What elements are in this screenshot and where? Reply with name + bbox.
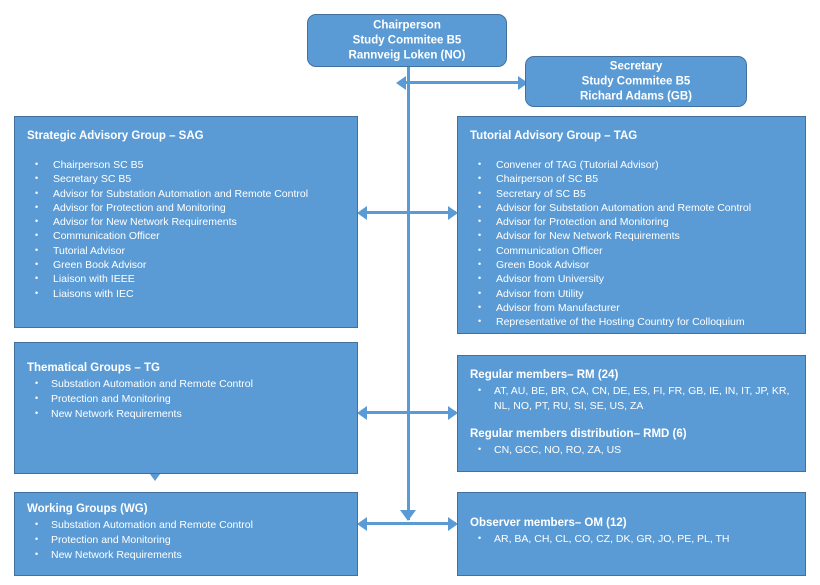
connector-tg-rm-line bbox=[366, 411, 456, 414]
rmd-list: CN, GCC, NO, RO, ZA, US bbox=[470, 442, 795, 458]
sag-title: Strategic Advisory Group – SAG bbox=[27, 130, 204, 142]
list-item: Convener of TAG (Tutorial Advisor) bbox=[470, 157, 799, 172]
list-item: Green Book Advisor bbox=[27, 257, 349, 272]
list-item: Advisor from University bbox=[470, 271, 799, 286]
thematical-groups-content: Thematical Groups – TG Substation Automa… bbox=[27, 361, 349, 421]
secretary-box[interactable]: Secretary Study Commitee B5 Richard Adam… bbox=[525, 56, 747, 107]
list-item: Advisor for New Network Requirements bbox=[470, 228, 799, 243]
tag-title: Tutorial Advisory Group – TAG bbox=[470, 130, 638, 142]
list-item: Advisor for Substation Automation and Re… bbox=[27, 186, 349, 201]
connector-tg-rm-arrow-left-icon bbox=[357, 406, 367, 420]
list-item: New Network Requirements bbox=[27, 406, 349, 422]
list-item: New Network Requirements bbox=[27, 547, 349, 563]
secretary-text: Secretary Study Commitee B5 Richard Adam… bbox=[526, 59, 746, 104]
list-item: Communication Officer bbox=[27, 228, 349, 243]
list-item: Chairperson of SC B5 bbox=[470, 171, 799, 186]
chairperson-name: Rannveig Loken (NO) bbox=[348, 49, 466, 61]
secretary-role: Secretary bbox=[609, 60, 663, 72]
list-item: Advisor for Protection and Monitoring bbox=[27, 200, 349, 215]
chairperson-committee: Study Commitee B5 bbox=[352, 34, 462, 46]
tag-box[interactable]: Tutorial Advisory Group – TAG Convener o… bbox=[457, 116, 806, 334]
chairperson-role: Chairperson bbox=[373, 19, 441, 31]
sag-content: Strategic Advisory Group – SAG Chairpers… bbox=[27, 129, 349, 301]
list-item: Communication Officer bbox=[470, 243, 799, 258]
observer-members-content: Observer members– OM (12) AR, BA, CH, CL… bbox=[470, 516, 795, 547]
connector-spine-vertical bbox=[407, 62, 410, 520]
regular-members-content: Regular members– RM (24) AT, AU, BE, BR,… bbox=[470, 368, 795, 457]
working-groups-box[interactable]: Working Groups (WG) Substation Automatio… bbox=[14, 492, 358, 576]
list-item: Advisor for Protection and Monitoring bbox=[470, 214, 799, 229]
list-item: Secretary of SC B5 bbox=[470, 186, 799, 201]
connector-wg-om-line bbox=[366, 522, 456, 525]
list-item: AR, BA, CH, CL, CO, CZ, DK, GR, JO, PE, … bbox=[470, 531, 795, 547]
tag-content: Tutorial Advisory Group – TAG Convener o… bbox=[470, 129, 799, 330]
list-item: Advisor for Substation Automation and Re… bbox=[470, 200, 799, 215]
list-item: AT, AU, BE, BR, CA, CN, DE, ES, FI, FR, … bbox=[470, 383, 795, 414]
thematical-groups-box[interactable]: Thematical Groups – TG Substation Automa… bbox=[14, 342, 358, 474]
chairperson-box[interactable]: Chairperson Study Commitee B5 Rannveig L… bbox=[307, 14, 507, 67]
list-item: Tutorial Advisor bbox=[27, 243, 349, 258]
sag-box[interactable]: Strategic Advisory Group – SAG Chairpers… bbox=[14, 116, 358, 328]
list-item: Substation Automation and Remote Control bbox=[27, 517, 349, 533]
list-item: CN, GCC, NO, RO, ZA, US bbox=[470, 442, 795, 458]
connector-sag-tag-arrow-left-icon bbox=[357, 206, 367, 220]
list-item: Protection and Monitoring bbox=[27, 532, 349, 548]
list-item: Advisor from Manufacturer bbox=[470, 300, 799, 315]
chairperson-text: Chairperson Study Commitee B5 Rannveig L… bbox=[308, 18, 506, 63]
list-item: Liaison with IEEE bbox=[27, 271, 349, 286]
connector-tg-wg-arrowhead-icon bbox=[147, 470, 163, 481]
list-item: Advisor for New Network Requirements bbox=[27, 214, 349, 229]
connector-chair-secretary-line bbox=[404, 81, 526, 84]
connector-chair-secretary-arrow-right-icon bbox=[518, 76, 528, 90]
connector-wg-om-arrow-right-icon bbox=[448, 517, 458, 531]
list-item: Protection and Monitoring bbox=[27, 391, 349, 407]
connector-chair-secretary-arrow-left-icon bbox=[396, 76, 406, 90]
list-item: Secretary SC B5 bbox=[27, 171, 349, 186]
list-item: Representative of the Hosting Country fo… bbox=[470, 314, 799, 329]
secretary-committee: Study Commitee B5 bbox=[581, 75, 691, 87]
list-item: Substation Automation and Remote Control bbox=[27, 376, 349, 392]
observer-members-list: AR, BA, CH, CL, CO, CZ, DK, GR, JO, PE, … bbox=[470, 531, 795, 547]
connector-wg-om-arrow-left-icon bbox=[357, 517, 367, 531]
observer-members-title: Observer members– OM (12) bbox=[470, 517, 627, 529]
working-groups-list: Substation Automation and Remote Control… bbox=[27, 517, 349, 563]
list-item: Green Book Advisor bbox=[470, 257, 799, 272]
thematical-groups-title: Thematical Groups – TG bbox=[27, 362, 160, 374]
secretary-name: Richard Adams (GB) bbox=[579, 90, 693, 102]
regular-members-list: AT, AU, BE, BR, CA, CN, DE, ES, FI, FR, … bbox=[470, 383, 795, 414]
regular-members-box[interactable]: Regular members– RM (24) AT, AU, BE, BR,… bbox=[457, 355, 806, 472]
observer-members-box[interactable]: Observer members– OM (12) AR, BA, CH, CL… bbox=[457, 492, 806, 576]
regular-members-title: Regular members– RM (24) bbox=[470, 369, 619, 381]
connector-sag-tag-arrow-right-icon bbox=[448, 206, 458, 220]
tag-list: Convener of TAG (Tutorial Advisor) Chair… bbox=[470, 157, 799, 330]
working-groups-content: Working Groups (WG) Substation Automatio… bbox=[27, 502, 349, 562]
connector-tg-rm-arrow-right-icon bbox=[448, 406, 458, 420]
rmd-title: Regular members distribution– RMD (6) bbox=[470, 427, 687, 440]
connector-spine-arrowhead-icon bbox=[400, 510, 416, 521]
connector-sag-tag-line bbox=[366, 211, 456, 214]
sag-list: Chairperson SC B5 Secretary SC B5 Adviso… bbox=[27, 157, 349, 301]
list-item: Liaisons with IEC bbox=[27, 286, 349, 301]
working-groups-title: Working Groups (WG) bbox=[27, 503, 148, 515]
list-item: Advisor from Utility bbox=[470, 286, 799, 301]
thematical-groups-list: Substation Automation and Remote Control… bbox=[27, 376, 349, 422]
list-item: Chairperson SC B5 bbox=[27, 157, 349, 172]
